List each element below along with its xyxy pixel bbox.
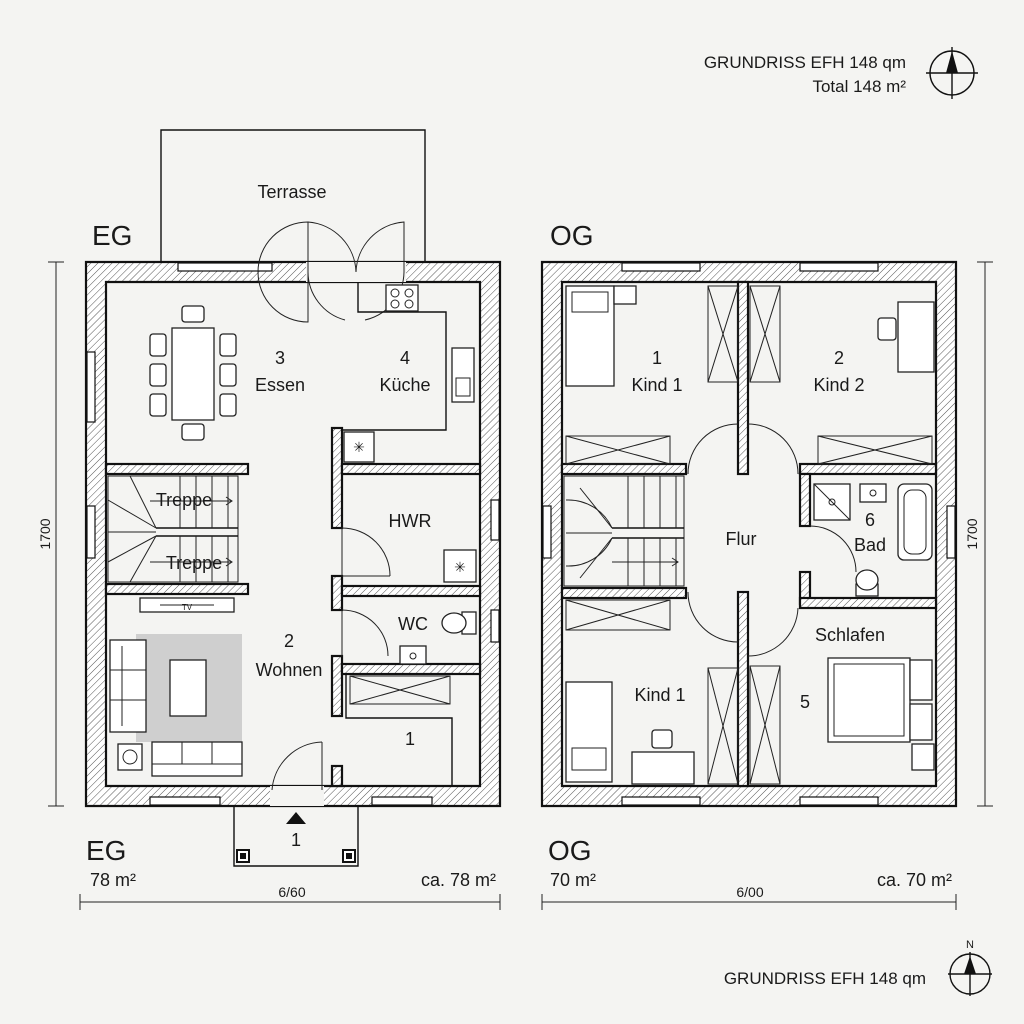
eg-room1-wardrobe	[345, 674, 453, 786]
og-label-top: OG	[550, 220, 594, 251]
bad-label: Bad	[854, 535, 886, 555]
flur-label: Flur	[726, 529, 757, 549]
og-area-left: 70 m²	[550, 870, 596, 890]
eg-wc-fixtures	[399, 611, 477, 665]
wohnen-number: 2	[284, 631, 294, 651]
kind1b-label: Kind 1	[634, 685, 685, 705]
treppe-down-label: Treppe	[166, 553, 222, 573]
eg-area-right: ca. 78 m²	[421, 870, 496, 890]
kind1-label: Kind 1	[631, 375, 682, 395]
eg-wc-door[interactable]	[341, 609, 389, 657]
tv-label: TV	[182, 603, 193, 612]
og-bad-fixtures	[813, 483, 933, 597]
eg-room1-number: 1	[405, 729, 415, 749]
schlafen-label: Schlafen	[815, 625, 885, 645]
kueche-number: 4	[400, 348, 410, 368]
svg-text:✳: ✳	[454, 559, 466, 575]
eg-windows	[86, 262, 500, 806]
og-width-dimension: 6/00	[541, 884, 957, 910]
plan-total-area: Total 148 m²	[812, 77, 906, 96]
schlafen-number: 5	[800, 692, 810, 712]
wc-label: WC	[398, 614, 428, 634]
og-kind1-furniture	[565, 285, 739, 465]
north-arrow-icon	[926, 47, 978, 99]
kueche-label: Küche	[379, 375, 430, 395]
svg-text:6/60: 6/60	[278, 884, 305, 900]
essen-number: 3	[275, 348, 285, 368]
eg-hwr-appliance: ✳	[443, 549, 477, 583]
entry-number: 1	[291, 830, 301, 850]
plan-title: GRUNDRISS EFH 148 qm	[704, 53, 906, 72]
eg-entrance-porch	[233, 806, 359, 867]
eg-width-dimension: 6/60	[79, 884, 501, 910]
essen-label: Essen	[255, 375, 305, 395]
og-flur-doors[interactable]	[687, 423, 857, 657]
north-arrow-small-icon	[948, 952, 992, 996]
svg-text:6/00: 6/00	[736, 884, 763, 900]
treppe-up-label: Treppe	[156, 490, 212, 510]
svg-text:1700: 1700	[37, 518, 53, 549]
eg-entrance-door[interactable]	[271, 741, 323, 791]
wohnen-label: Wohnen	[256, 660, 323, 680]
og-kind1b-furniture	[565, 599, 739, 785]
kind2-label: Kind 2	[813, 375, 864, 395]
footer-title: GRUNDRISS EFH 148 qm	[724, 969, 926, 988]
svg-text:Terrasse: Terrasse	[257, 182, 326, 202]
svg-text:✳: ✳	[353, 439, 365, 455]
eg-staircase	[107, 475, 239, 583]
kind2-number: 2	[834, 348, 844, 368]
eg-height-dimension: 1700	[37, 261, 64, 807]
eg-area-left: 78 m²	[90, 870, 136, 890]
eg-label-top: EG	[92, 220, 132, 251]
og-label-bottom: OG	[548, 835, 592, 866]
eg-terrace: Terrasse	[160, 129, 426, 262]
eg-hwr-door[interactable]	[341, 527, 391, 577]
eg-dining-table	[149, 305, 237, 441]
og-height-dimension: 1700	[964, 261, 993, 807]
og-staircase	[563, 475, 685, 587]
kind1-number: 1	[652, 348, 662, 368]
svg-text:1700: 1700	[964, 518, 980, 549]
og-windows	[542, 262, 956, 806]
og-kind2-furniture	[749, 285, 935, 465]
eg-tv-unit: TV	[139, 597, 235, 613]
north-letter: N	[966, 939, 974, 951]
og-schlafen-furniture	[749, 657, 935, 785]
eg-living-furniture	[109, 634, 243, 777]
eg-label-bottom: EG	[86, 835, 126, 866]
hwr-label: HWR	[389, 511, 432, 531]
eg-kitchen-counter: ✳	[342, 282, 475, 463]
bad-number: 6	[865, 510, 875, 530]
og-area-right: ca. 70 m²	[877, 870, 952, 890]
